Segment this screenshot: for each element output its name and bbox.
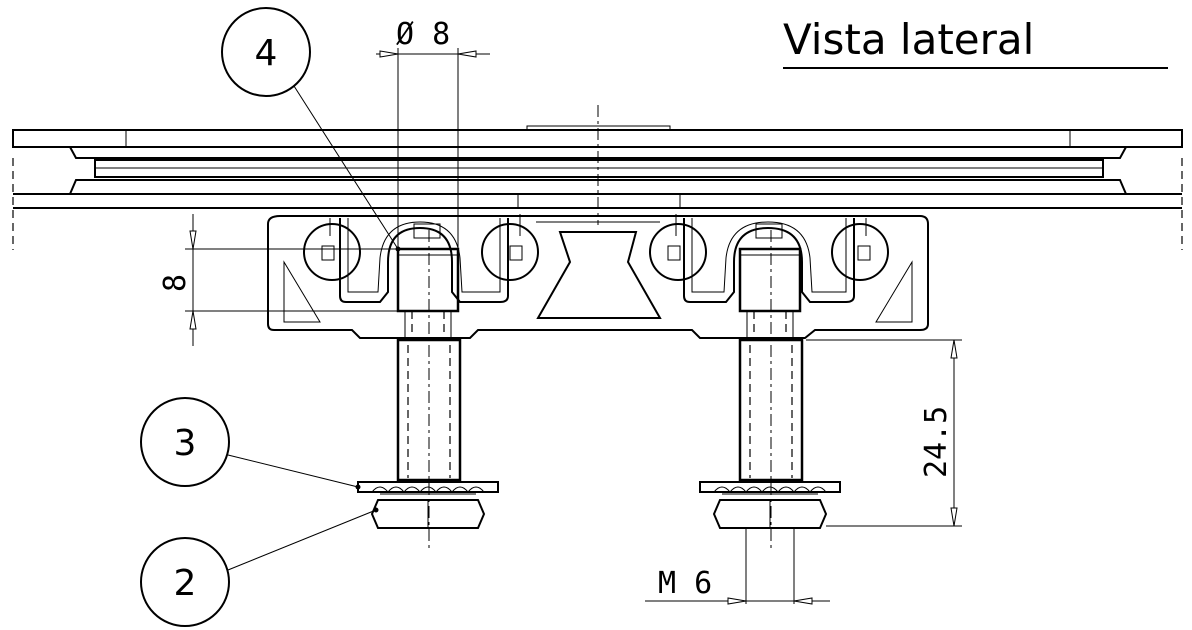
left-bolt-assembly (357, 230, 499, 548)
callout-3: 3 (140, 397, 361, 490)
dimension-diameter: Ø 8 (376, 17, 490, 249)
carrier-profile (267, 215, 929, 339)
dimension-length: 24.5 (806, 339, 962, 527)
title-block: Vista lateral (783, 15, 1168, 69)
height-8-label: 8 (158, 274, 193, 292)
left-carriage (303, 214, 539, 303)
callout-3-label: 3 (174, 423, 197, 464)
callout-4: 4 (221, 7, 401, 252)
callout-2: 2 (140, 507, 379, 627)
dimension-height-8: 8 (158, 214, 398, 346)
callout-4-label: 4 (255, 33, 278, 74)
view-title: Vista lateral (783, 15, 1034, 64)
length-label: 24.5 (919, 406, 954, 478)
right-bolt-assembly (699, 230, 841, 604)
callout-2-label: 2 (174, 563, 197, 604)
right-carriage (649, 214, 889, 303)
thread-label: M 6 (658, 566, 712, 601)
diameter-label: Ø 8 (396, 17, 450, 52)
dimension-thread: M 6 (645, 566, 830, 605)
